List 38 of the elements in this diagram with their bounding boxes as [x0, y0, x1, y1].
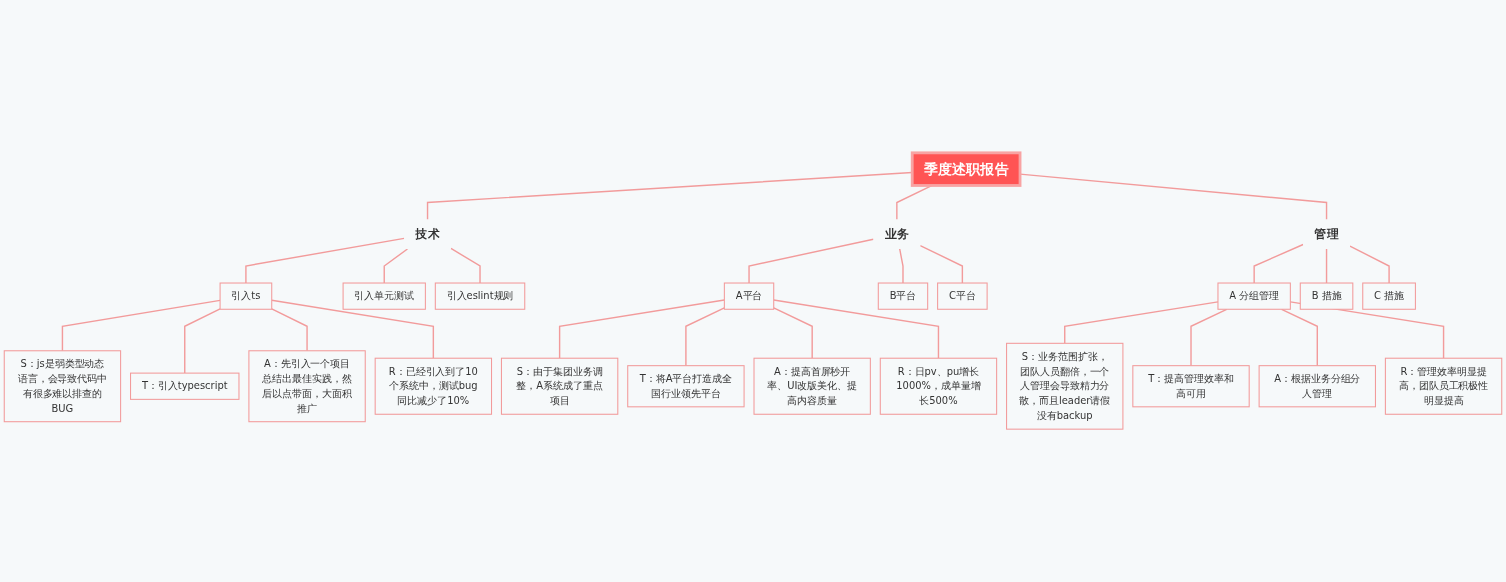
node-box: S：由于集团业务调整，A系统成了重点项目 — [500, 357, 619, 415]
connector — [426, 171, 913, 221]
node-box: C平台 — [937, 282, 988, 310]
node-box: S：js是弱类型动态语言，会导致代码中有很多难以排查的BUG — [3, 350, 122, 423]
connector — [748, 238, 875, 284]
node-text: 业务 — [884, 226, 909, 241]
node-box: 引入单元测试 — [342, 282, 426, 310]
node-box: T：引入typescript — [130, 372, 240, 400]
connector — [61, 299, 221, 352]
node-box: S：业务范围扩张，团队人员翻倍，一个人管理会导致精力分散，而且leader请假没有backup — [1006, 342, 1124, 430]
node-box: R：已经引入到了10个系统中，测试bug同比减少了10% — [374, 357, 493, 415]
connector — [1253, 243, 1304, 284]
node-box: A平台 — [723, 282, 775, 310]
node-box: B平台 — [877, 282, 929, 310]
connector — [773, 299, 940, 359]
connector — [383, 248, 409, 284]
node-box: R：日pv、pu增长1000%，成单量增长500% — [879, 357, 998, 415]
node-box: C 措施 — [1362, 282, 1416, 310]
connector — [245, 237, 405, 284]
node-box: B 措施 — [1299, 282, 1354, 310]
node-box: 引入ts — [219, 282, 273, 310]
node-box: A 分组管理 — [1217, 282, 1291, 310]
node-box: A：根据业务分组分人管理 — [1258, 365, 1376, 408]
node-box: 引入eslint规则 — [434, 282, 526, 310]
connector — [1349, 245, 1390, 284]
connector — [919, 244, 964, 284]
node-box: T：提高管理效率和高可用 — [1132, 365, 1250, 408]
node-text: 管理 — [1314, 226, 1339, 241]
connector — [899, 248, 904, 284]
node-box: T：将A平台打造成全国行业领先平台 — [627, 365, 745, 408]
connector — [271, 299, 435, 359]
node-box: R：管理效率明显提高，团队员工积极性明显提高 — [1384, 357, 1503, 415]
connector — [450, 247, 481, 284]
node-box: A：先引入一个项目总结出最佳实践，然后以点带面，大面积推广 — [248, 350, 366, 423]
node-text: 技术 — [415, 226, 440, 241]
connector — [1325, 248, 1328, 284]
node-box: A：提高首屏秒开率、UI改版美化、提高内容质量 — [753, 357, 871, 415]
node-box: 季度述职报告 — [910, 151, 1022, 187]
